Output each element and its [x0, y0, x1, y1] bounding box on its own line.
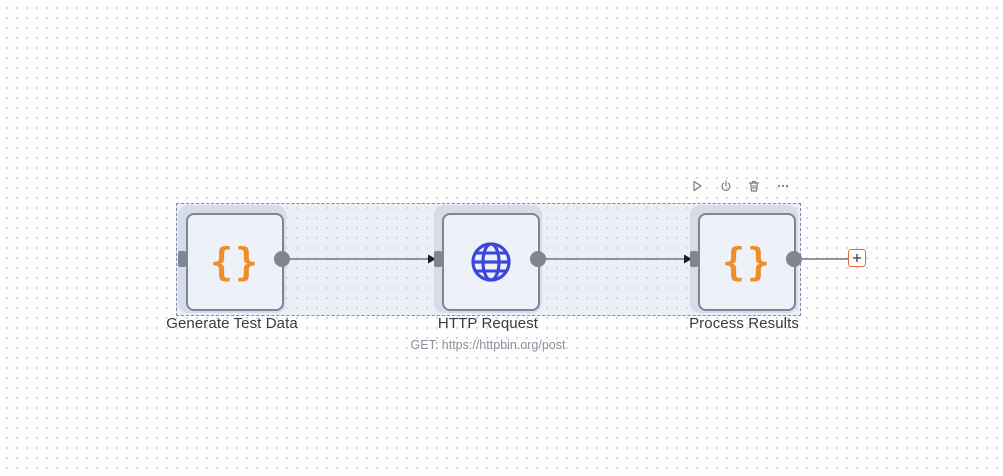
- node-card[interactable]: [442, 213, 540, 311]
- code-braces-icon: {}: [722, 240, 772, 284]
- node-label-process-results: Process Results: [689, 315, 799, 332]
- node-card[interactable]: {}: [698, 213, 796, 311]
- input-handle[interactable]: [690, 251, 698, 267]
- more-horizontal-icon: [777, 184, 789, 188]
- output-handle[interactable]: [274, 251, 290, 267]
- plus-icon: [853, 254, 861, 262]
- output-handle[interactable]: [530, 251, 546, 267]
- node-card[interactable]: {}: [186, 213, 284, 311]
- trash-icon: [749, 180, 760, 192]
- output-handle[interactable]: [786, 251, 802, 267]
- node-subtitle-http-request: GET: https://httpbin.org/post: [410, 338, 566, 352]
- code-braces-icon: {}: [210, 240, 260, 284]
- add-node-button[interactable]: [848, 249, 866, 267]
- execute-node-button[interactable]: [688, 177, 706, 195]
- power-icon: [721, 180, 731, 191]
- input-handle[interactable]: [434, 251, 442, 267]
- deactivate-node-button[interactable]: [717, 177, 735, 195]
- node-label-generate-test-data: Generate Test Data: [166, 315, 298, 332]
- connection-http-to-process[interactable]: [544, 254, 692, 264]
- play-icon: [693, 180, 702, 192]
- globe-icon: [470, 241, 512, 283]
- node-http-request[interactable]: [434, 205, 546, 313]
- node-process-results[interactable]: {}: [690, 205, 802, 313]
- node-toolbar: [688, 177, 792, 195]
- connection-generate-to-http[interactable]: [288, 254, 436, 264]
- node-label-http-request: HTTP Request: [437, 315, 539, 332]
- more-options-button[interactable]: [774, 177, 792, 195]
- input-handle[interactable]: [178, 251, 186, 267]
- delete-node-button[interactable]: [745, 177, 763, 195]
- node-generate-test-data[interactable]: {}: [178, 205, 290, 313]
